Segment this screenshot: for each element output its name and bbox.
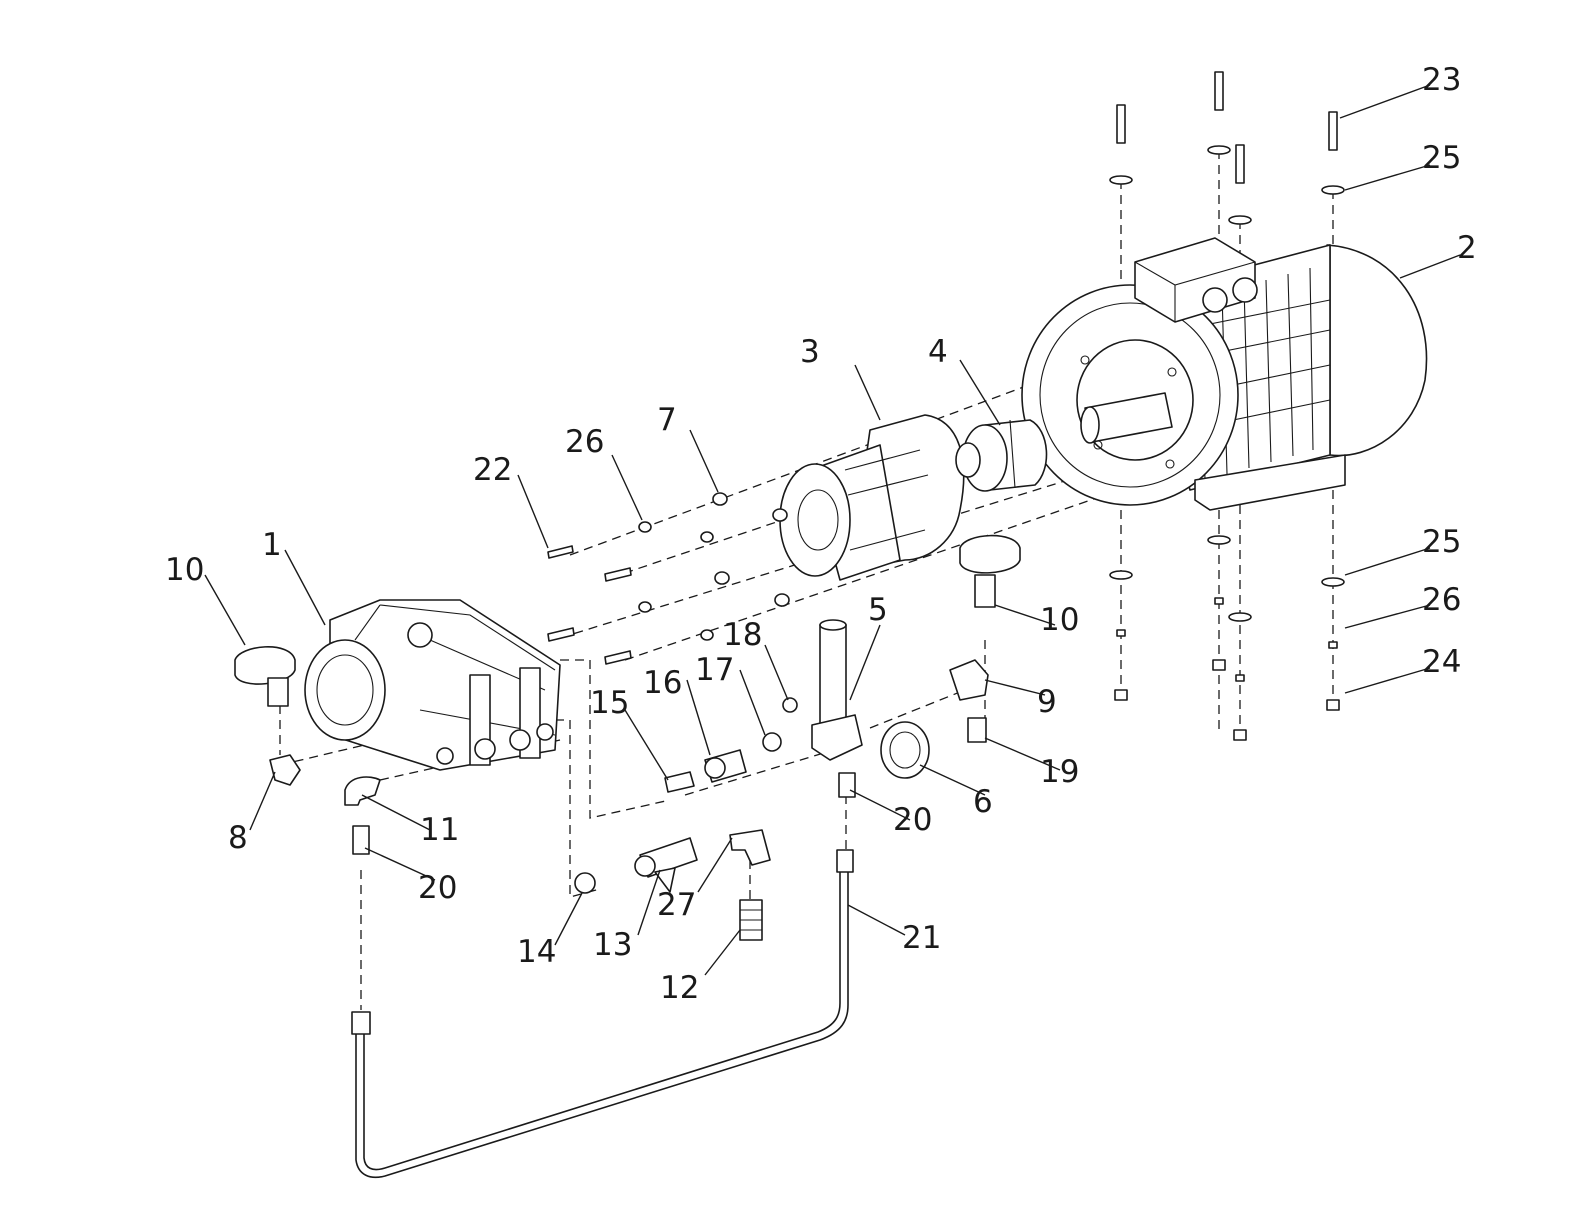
- callout-25-bottom: 25: [1422, 524, 1461, 560]
- callout-24: 24: [1422, 644, 1461, 680]
- tee-fitting-9: [949, 659, 989, 743]
- oil-cap-left: [234, 646, 296, 707]
- fitting-17: [762, 732, 782, 752]
- callout-8: 8: [228, 820, 248, 856]
- elbow-fitting-8: [269, 754, 301, 786]
- callout-10-right: 10: [1040, 602, 1079, 638]
- callout-15: 15: [590, 685, 629, 721]
- callout-26-bottom: 26: [1422, 582, 1461, 618]
- callout-11: 11: [420, 812, 459, 848]
- hose-21: [351, 849, 854, 1179]
- plunger-pump: [304, 599, 561, 771]
- callout-12: 12: [660, 970, 699, 1006]
- bell-housing: [779, 414, 965, 581]
- leader-lines: [204, 84, 1461, 976]
- callout-2: 2: [1457, 230, 1477, 266]
- unloader-valve-5: [811, 619, 863, 761]
- callout-17: 17: [695, 652, 734, 688]
- pressure-gauge-6: [880, 721, 930, 779]
- callout-14: 14: [517, 934, 556, 970]
- callout-labels: 23 25 2 3 4 26 7 22 1 10 10 5 18 16 17 1…: [165, 62, 1477, 1006]
- motor-bolts: [1109, 71, 1345, 741]
- callout-16: 16: [643, 665, 682, 701]
- callout-6: 6: [973, 784, 993, 820]
- fitting-20-left: [352, 825, 370, 855]
- callout-10-left: 10: [165, 552, 204, 588]
- fitting-18: [782, 697, 798, 713]
- callout-20-left: 20: [418, 870, 457, 906]
- callout-19: 19: [1040, 754, 1079, 790]
- callout-23: 23: [1422, 62, 1461, 98]
- callout-9: 9: [1037, 684, 1057, 720]
- callout-26-top: 26: [565, 424, 604, 460]
- callout-18: 18: [723, 617, 762, 653]
- elbow-27: [729, 829, 771, 866]
- callout-4: 4: [928, 334, 948, 370]
- callout-27: 27: [657, 887, 696, 923]
- callout-1: 1: [262, 527, 282, 563]
- shaft-coupling: [955, 419, 1048, 492]
- callout-22: 22: [473, 452, 512, 488]
- fitting-20-right: [838, 772, 856, 798]
- callout-13: 13: [593, 927, 632, 963]
- oil-cap-right: [959, 534, 1021, 608]
- elbow-fitting-11: [344, 776, 381, 806]
- fitting-15: [664, 771, 695, 793]
- electric-motor: [1021, 237, 1428, 511]
- fitting-14: [574, 872, 596, 894]
- filter-13: [634, 837, 698, 893]
- pump-bolts: [547, 492, 790, 665]
- hose-barb-12: [739, 899, 763, 941]
- fitting-16: [704, 749, 747, 783]
- callout-20-right: 20: [893, 802, 932, 838]
- callout-25-top: 25: [1422, 140, 1461, 176]
- callout-3: 3: [800, 334, 820, 370]
- callout-21: 21: [902, 920, 941, 956]
- callout-5: 5: [868, 592, 888, 628]
- callout-7: 7: [657, 402, 677, 438]
